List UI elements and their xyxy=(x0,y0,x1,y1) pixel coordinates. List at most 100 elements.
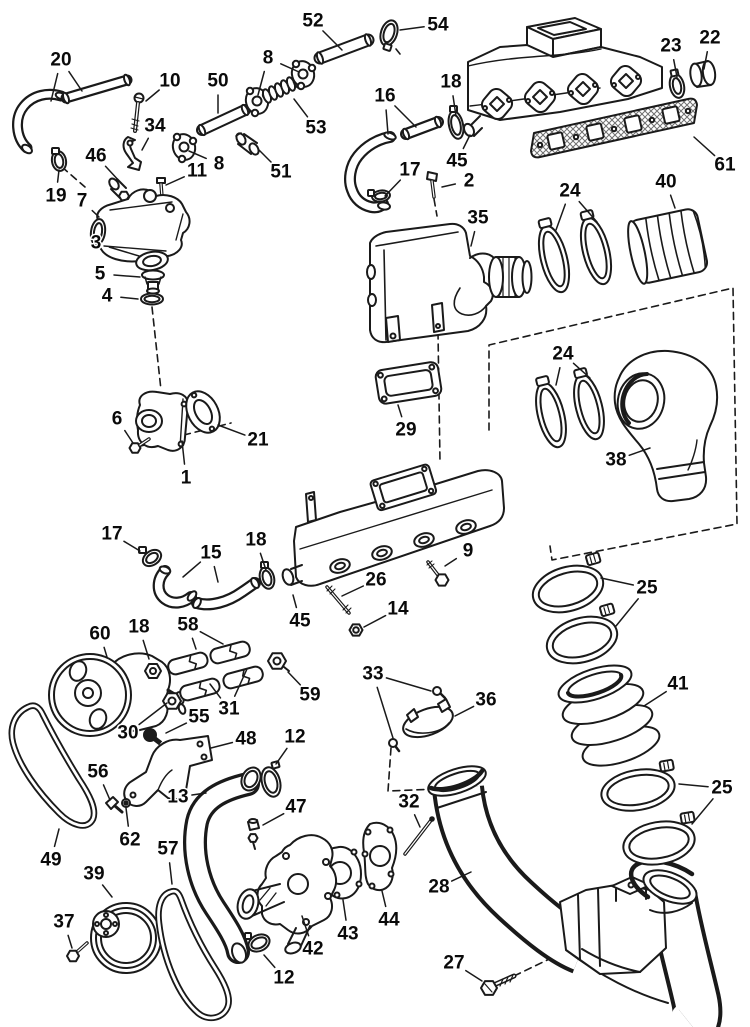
hose-clamp-54 xyxy=(379,19,401,55)
leader-line xyxy=(233,668,248,697)
callout-20: 20 xyxy=(50,50,71,71)
callout-26: 26 xyxy=(365,570,386,591)
callout-45: 45 xyxy=(289,611,311,632)
leader-line xyxy=(643,690,667,707)
callout-49: 49 xyxy=(40,850,61,871)
anchor-fitting-8-right xyxy=(290,59,317,91)
leader-line xyxy=(213,565,219,583)
leader-line xyxy=(91,209,100,218)
gasket-3 xyxy=(135,250,169,272)
leader-line xyxy=(50,72,59,102)
callout-11: 11 xyxy=(187,161,208,182)
leader-line xyxy=(385,677,432,692)
callout-58: 58 xyxy=(177,615,198,636)
leader-line xyxy=(104,165,122,184)
leader-line xyxy=(287,671,302,686)
bolt-10 xyxy=(130,92,145,133)
leader-line xyxy=(669,194,676,209)
callout-40: 40 xyxy=(655,172,676,193)
hoses-20 xyxy=(12,73,133,155)
callout-22: 22 xyxy=(699,28,720,49)
leader-line xyxy=(376,686,394,739)
water-outlet-1 xyxy=(135,390,189,452)
leader-line xyxy=(209,683,222,699)
callout-24: 24 xyxy=(559,181,581,202)
callout-17: 17 xyxy=(101,524,122,545)
callout-17: 17 xyxy=(399,160,420,181)
callout-18: 18 xyxy=(245,530,266,551)
callout-59: 59 xyxy=(299,685,320,706)
leader-line xyxy=(68,70,83,92)
leader-line xyxy=(275,747,288,765)
leader-line xyxy=(168,862,173,885)
leader-line xyxy=(123,540,141,552)
leader-line xyxy=(615,598,639,627)
callout-51: 51 xyxy=(270,162,292,183)
leader-line xyxy=(444,557,458,567)
exhaust-manifold-upper xyxy=(462,17,663,138)
tube-50 xyxy=(196,103,251,137)
leader-line xyxy=(293,98,309,118)
callout-8: 8 xyxy=(263,48,274,69)
callout-13: 13 xyxy=(167,787,188,808)
callout-18: 18 xyxy=(440,72,461,93)
callout-41: 41 xyxy=(667,674,689,695)
leader-line xyxy=(182,561,202,578)
leader-line xyxy=(120,296,139,300)
leader-line xyxy=(165,176,185,186)
leader-line xyxy=(141,137,150,151)
callout-15: 15 xyxy=(200,543,222,564)
callout-4: 4 xyxy=(102,286,113,307)
water-pump-42 xyxy=(236,834,338,955)
washer-62 xyxy=(121,798,131,808)
callout-2: 2 xyxy=(464,171,475,192)
leader-line xyxy=(301,915,310,937)
callout-1: 1 xyxy=(181,468,192,489)
thermostat-5 xyxy=(141,269,165,295)
callout-47: 47 xyxy=(285,797,306,818)
callout-14: 14 xyxy=(387,599,409,620)
callout-52: 52 xyxy=(302,11,323,32)
hose-clamps-25-mid xyxy=(531,551,619,665)
exhaust-elbow-38 xyxy=(613,349,719,503)
callout-37: 37 xyxy=(53,912,74,933)
callout-57: 57 xyxy=(157,839,178,860)
v-belt-57 xyxy=(155,887,232,1022)
leader-line xyxy=(263,954,276,969)
leader-line xyxy=(413,814,421,828)
leader-line xyxy=(572,362,591,379)
callout-45: 45 xyxy=(446,151,468,172)
callout-60: 60 xyxy=(89,624,110,645)
leader-line xyxy=(399,26,425,31)
fitting-51 xyxy=(235,132,260,156)
leader-line xyxy=(672,58,678,78)
leader-line xyxy=(217,424,246,436)
stud-26 xyxy=(325,585,352,615)
callout-16: 16 xyxy=(374,86,395,107)
callout-54: 54 xyxy=(427,15,449,36)
leader-line xyxy=(555,203,567,231)
bolt-27 xyxy=(480,973,517,996)
callout-5: 5 xyxy=(95,264,106,285)
bolts-33 xyxy=(388,686,447,753)
leader-line xyxy=(188,150,207,160)
exhaust-y-pipe xyxy=(427,765,723,1027)
leader-line xyxy=(470,230,476,247)
leader-line xyxy=(600,577,635,586)
callout-25: 25 xyxy=(636,578,658,599)
manifold-gasket-61 xyxy=(530,97,698,159)
leader-line xyxy=(454,705,475,717)
pump-gasket-44 xyxy=(361,821,398,892)
callout-27: 27 xyxy=(443,953,464,974)
leader-line xyxy=(292,594,298,609)
leader-line xyxy=(452,95,457,117)
leader-line xyxy=(125,807,130,827)
pulley-39 xyxy=(90,902,162,974)
bolt-2 xyxy=(426,171,438,199)
nut-14 xyxy=(348,623,364,637)
v-belt-49 xyxy=(8,702,98,829)
hose-16 xyxy=(344,115,444,214)
